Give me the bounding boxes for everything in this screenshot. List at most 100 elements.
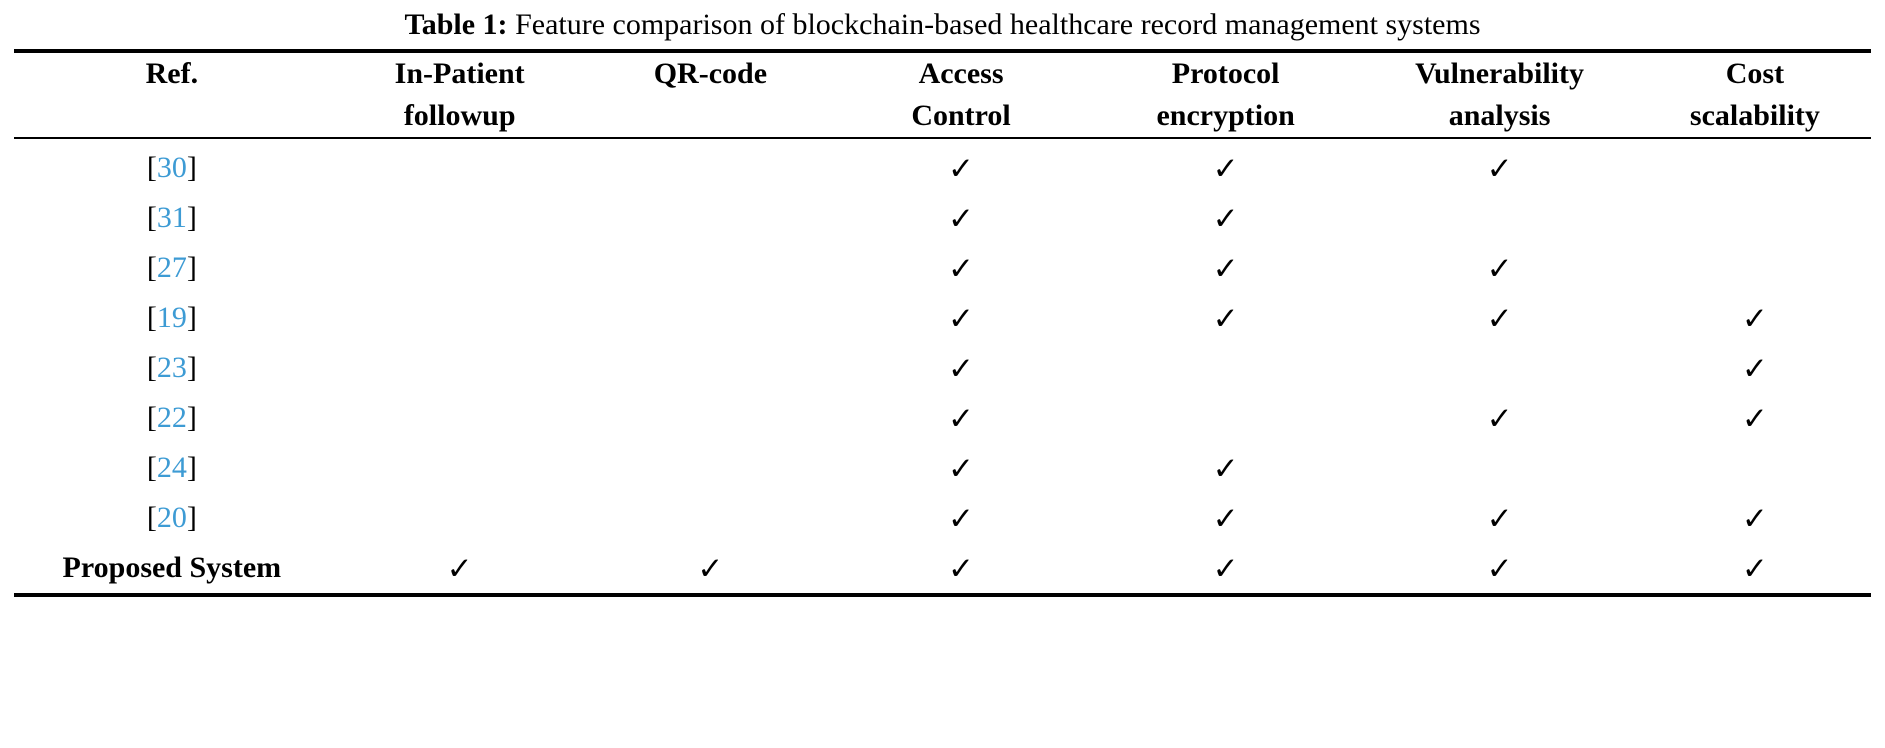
citation-number[interactable]: 19 [156,301,187,334]
check-icon: ✓ [1212,151,1239,186]
check-icon: ✓ [1486,251,1513,286]
citation-link[interactable]: [30] [147,151,197,184]
table-row: [19]✓✓✓✓✓✓ [14,293,1871,343]
citation-cell: [23] [14,343,330,393]
cell-qr-code: ✓ [590,193,831,243]
table-caption: Table 1: Feature comparison of blockchai… [14,0,1871,49]
cell-access-control: ✓ [831,493,1091,543]
citation-bracket-open: [ [146,151,157,184]
citation-number[interactable]: 30 [156,151,187,184]
column-header-ref: Ref. [14,53,330,137]
cell-vulnerability-analysis: ✓ [1360,193,1639,243]
check-icon: ✓ [697,551,724,586]
table-row: [23]✓✓✓✓✓✓ [14,343,1871,393]
citation-bracket-close: ] [186,501,197,534]
cell-vulnerability-analysis: ✓ [1360,243,1639,293]
cell-protocol-encryption: ✓ [1091,343,1360,393]
check-icon: ✓ [1212,251,1239,286]
column-header-access-control-line2: Control [911,99,1011,132]
cell-cost-scalability: ✓ [1639,139,1871,193]
citation-bracket-close: ] [186,151,197,184]
citation-bracket-open: [ [146,401,157,434]
citation-link[interactable]: [27] [147,251,197,284]
cell-access-control: ✓ [831,243,1091,293]
check-icon: ✓ [948,401,975,436]
citation-bracket-close: ] [186,351,197,384]
cell-access-control: ✓ [831,343,1091,393]
cell-qr-code: ✓ [590,343,831,393]
cell-access-control: ✓ [831,139,1091,193]
column-header-qr-code-line1: QR-code [653,57,768,90]
table-header: Ref. In-Patient followup QR-code Access … [14,53,1871,137]
comparison-table-body: [30]✓✓✓✓✓✓[31]✓✓✓✓✓✓[27]✓✓✓✓✓✓[19]✓✓✓✓✓✓… [14,139,1871,593]
citation-bracket-close: ] [186,301,197,334]
cell-vulnerability-analysis: ✓ [1360,443,1639,493]
citation-link[interactable]: [31] [147,201,197,234]
citation-bracket-open: [ [146,451,157,484]
citation-number[interactable]: 31 [156,201,187,234]
citation-link[interactable]: [24] [147,451,197,484]
citation-link[interactable]: [22] [147,401,197,434]
cell-access-control: ✓ [831,293,1091,343]
citation-bracket-close: ] [186,401,197,434]
cell-qr-code: ✓ [590,493,831,543]
citation-bracket-close: ] [186,251,197,284]
column-header-inpatient-followup: In-Patient followup [330,53,590,137]
cell-inpatient-followup: ✓ [330,543,590,593]
check-icon: ✓ [1486,401,1513,436]
cell-vulnerability-analysis: ✓ [1360,493,1639,543]
check-icon: ✓ [1486,151,1513,186]
check-icon: ✓ [1741,351,1768,386]
column-header-protocol-encryption-line2: encryption [1156,99,1295,132]
cell-qr-code: ✓ [590,443,831,493]
cell-inpatient-followup: ✓ [330,193,590,243]
cell-protocol-encryption: ✓ [1091,243,1360,293]
cell-inpatient-followup: ✓ [330,493,590,543]
proposed-system-label: Proposed System [62,551,282,584]
citation-number[interactable]: 23 [156,351,187,384]
check-icon: ✓ [1212,301,1239,336]
column-header-vulnerability-analysis: Vulnerability analysis [1360,53,1639,137]
cell-protocol-encryption: ✓ [1091,293,1360,343]
citation-cell: [30] [14,139,330,193]
cell-qr-code: ✓ [590,243,831,293]
cell-cost-scalability: ✓ [1639,493,1871,543]
citation-number[interactable]: 27 [156,251,187,284]
table-row: [22]✓✓✓✓✓✓ [14,393,1871,443]
column-header-ref-line1: Ref. [145,57,199,90]
check-icon: ✓ [1212,501,1239,536]
cell-vulnerability-analysis: ✓ [1360,139,1639,193]
column-header-inpatient-followup-line2: followup [403,99,516,132]
cell-protocol-encryption: ✓ [1091,493,1360,543]
citation-link[interactable]: [20] [147,501,197,534]
header-row: Ref. In-Patient followup QR-code Access … [14,53,1871,137]
citation-link[interactable]: [19] [147,301,197,334]
check-icon: ✓ [1741,301,1768,336]
column-header-cost-scalability: Cost scalability [1639,53,1871,137]
citation-number[interactable]: 22 [156,401,187,434]
check-icon: ✓ [1741,551,1768,586]
table-row: [20]✓✓✓✓✓✓ [14,493,1871,543]
table-row: [24]✓✓✓✓✓✓ [14,443,1871,493]
citation-bracket-close: ] [186,201,197,234]
cell-qr-code: ✓ [590,393,831,443]
table-body: [30]✓✓✓✓✓✓[31]✓✓✓✓✓✓[27]✓✓✓✓✓✓[19]✓✓✓✓✓✓… [14,139,1871,593]
check-icon: ✓ [1212,451,1239,486]
citation-link[interactable]: [23] [147,351,197,384]
column-header-vulnerability-analysis-line2: analysis [1448,99,1551,132]
citation-bracket-open: [ [146,251,157,284]
cell-protocol-encryption: ✓ [1091,139,1360,193]
cell-vulnerability-analysis: ✓ [1360,343,1639,393]
check-icon: ✓ [948,151,975,186]
check-icon: ✓ [1212,201,1239,236]
cell-qr-code: ✓ [590,139,831,193]
check-icon: ✓ [948,351,975,386]
check-icon: ✓ [1212,551,1239,586]
citation-number[interactable]: 20 [156,501,187,534]
table-caption-label: Table 1: [404,8,508,41]
column-header-cost-scalability-line2: scalability [1689,99,1820,132]
citation-cell: [31] [14,193,330,243]
cell-protocol-encryption: ✓ [1091,193,1360,243]
citation-number[interactable]: 24 [156,451,187,484]
